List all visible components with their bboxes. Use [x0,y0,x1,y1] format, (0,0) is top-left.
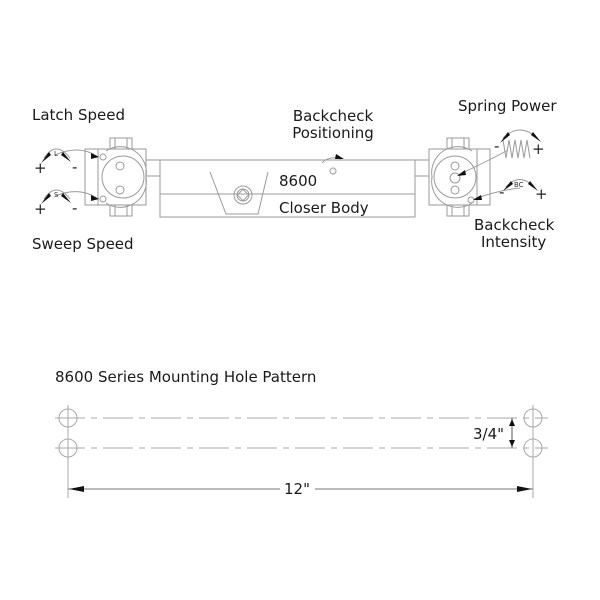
latch-speed-label: Latch Speed [32,106,125,124]
spring-minus: - [494,137,500,155]
horizontal-dimension-label: 12" [284,480,310,498]
sweep-plus: + [34,200,47,218]
hole-pattern-title: 8600 Series Mounting Hole Pattern [55,368,317,386]
spring-plus: + [532,140,545,158]
backcheck-positioning-label-line2: Positioning [292,124,374,142]
right-end-cap [428,137,491,217]
sweep-letter: S [54,191,59,199]
vertical-dimension-label: 3/4" [473,425,505,443]
hole-pattern [55,405,548,498]
adjuster-arrows [41,132,541,204]
model-number-label: 8600 [279,172,318,190]
spring-power-label: Spring Power [458,97,557,115]
backcheck-minus: - [499,183,505,201]
dimension-arrows [69,419,532,492]
sweep-speed-label: Sweep Speed [32,235,134,253]
sweep-minus: - [72,199,78,217]
backcheck-intensity-label-line2: Intensity [481,233,547,251]
backcheck-intensity-label-line1: Backcheck [474,216,555,234]
spring-icon [502,139,531,159]
left-end-cap [84,137,147,217]
backcheck-letter: BC [514,181,524,189]
closer-body [145,157,430,218]
backcheck-plus: + [535,185,548,203]
backcheck-positioning-label-line1: Backcheck [292,107,374,125]
closer-body-label: Closer Body [279,199,369,217]
latch-minus: - [72,158,78,176]
latch-plus: + [34,159,47,177]
latch-letter: L [54,150,58,158]
